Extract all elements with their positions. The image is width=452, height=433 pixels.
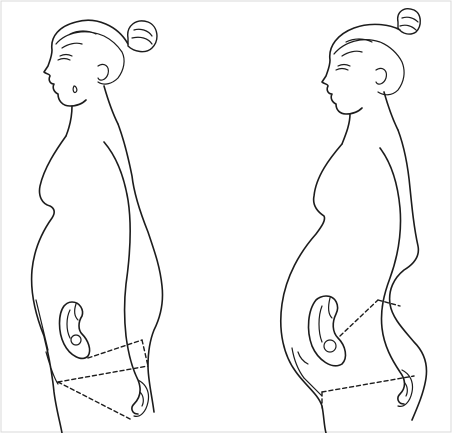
neck-back-right — [384, 92, 398, 130]
figure-early-pregnancy — [32, 20, 163, 433]
pelvis-dashed-outline-left — [58, 340, 148, 420]
hair-line-right — [334, 40, 404, 95]
neck-front-left — [66, 106, 72, 136]
hand-right — [398, 370, 413, 406]
hair-bun-left — [128, 21, 157, 52]
ear-left — [98, 64, 108, 80]
eye-left — [58, 59, 70, 61]
fetus-icon-right — [309, 296, 346, 366]
body-front-left — [32, 136, 66, 433]
hand-left — [134, 380, 149, 416]
figure-late-pregnancy — [281, 9, 427, 433]
neck-front-right — [342, 114, 350, 144]
fetus-icon-left — [60, 302, 90, 358]
earring-left — [73, 86, 77, 93]
hair-line-left — [56, 32, 124, 84]
body-back-left — [118, 124, 163, 412]
head-left — [44, 20, 128, 106]
eye-right — [336, 69, 348, 71]
head-right — [322, 24, 400, 114]
ear-right — [376, 68, 386, 84]
arm-right — [380, 148, 405, 404]
neck-back-left — [104, 86, 118, 124]
hair-bun-right — [398, 9, 421, 34]
